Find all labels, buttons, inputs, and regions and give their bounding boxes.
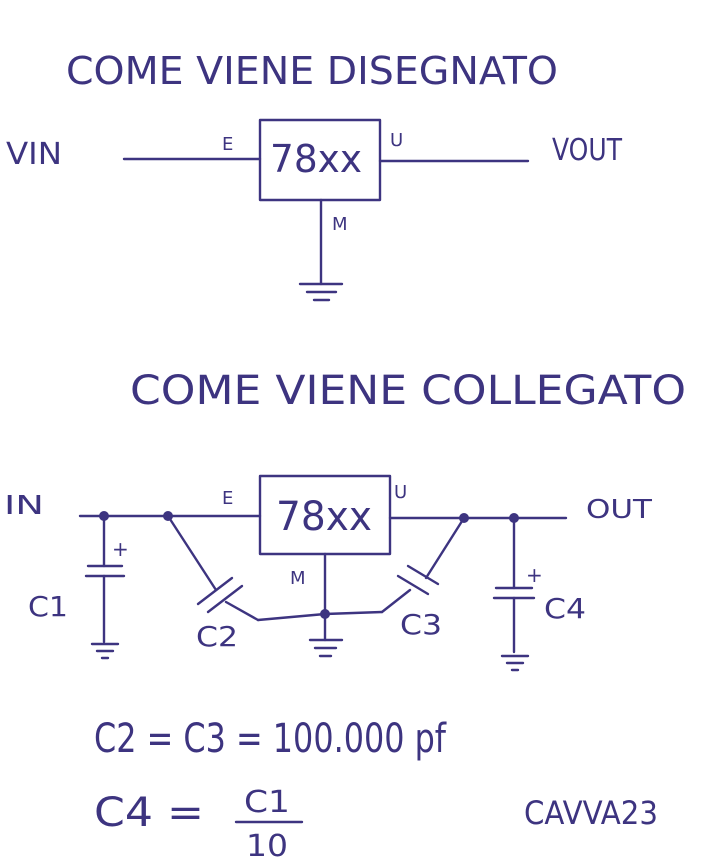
top-output-label: VOUT	[552, 133, 623, 168]
formula-c4-lhs: C4 =	[94, 790, 204, 836]
junction-c4	[509, 513, 519, 523]
top-pin-input: E	[222, 134, 233, 155]
title-connected: COME VIENE COLLEGATO	[130, 368, 686, 414]
junction-c1	[99, 511, 109, 521]
bottom-regulator-label: 78xx	[276, 494, 372, 540]
bottom-pin-input: E	[222, 488, 233, 509]
formula-c4-denominator: 10	[246, 829, 288, 864]
capacitor-c1	[84, 514, 126, 644]
capacitor-c2	[166, 514, 327, 622]
junction-ground	[320, 609, 330, 619]
c2-label: C2	[196, 620, 238, 653]
capacitor-c4	[492, 516, 536, 654]
top-pin-output: U	[390, 130, 403, 151]
top-regulator-box	[258, 118, 382, 202]
c4-plus-sign: +	[526, 563, 543, 587]
bottom-pin-ground: M	[290, 568, 306, 589]
formula-c4-numerator: C1	[244, 785, 290, 820]
c1-label: C1	[28, 590, 68, 623]
c1-ground-icon	[90, 642, 120, 660]
top-input-label: VIN	[6, 137, 62, 172]
top-ground-icon	[298, 282, 344, 302]
c3-label: C3	[400, 608, 442, 641]
top-pin-ground: M	[332, 214, 348, 235]
c4-label: C4	[544, 592, 586, 625]
junction-c3	[459, 513, 469, 523]
bottom-output-label: OUT	[586, 495, 652, 525]
c1-plus-sign: +	[112, 537, 129, 561]
signature: CAVVA23	[524, 794, 658, 832]
capacitor-c3	[323, 516, 466, 616]
bottom-pin-output: U	[394, 482, 407, 503]
title-drawn: COME VIENE DISEGNATO	[66, 49, 558, 93]
bottom-input-label: IN	[4, 491, 44, 521]
junction-c2	[163, 511, 173, 521]
formula-c2-c3: C2 = C3 = 100.000 pf	[94, 716, 447, 762]
top-regulator-label: 78xx	[270, 137, 362, 181]
bottom-ground-icon	[308, 638, 344, 658]
c4-ground-icon	[500, 654, 530, 672]
